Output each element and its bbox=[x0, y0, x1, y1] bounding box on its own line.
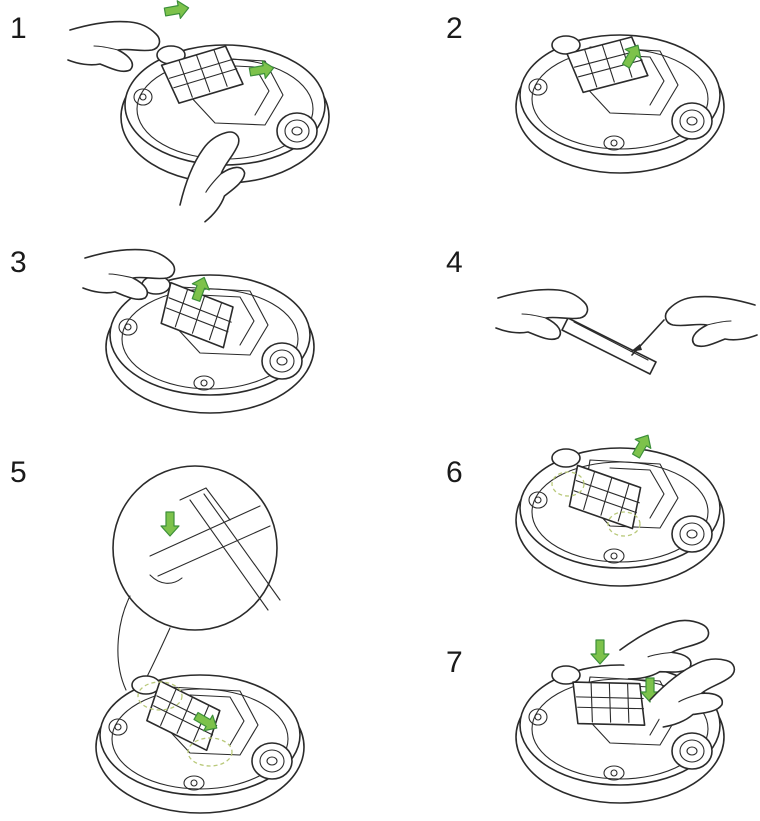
step-7-number: 7 bbox=[446, 646, 463, 679]
step-4-number: 4 bbox=[446, 246, 463, 279]
step-3-number: 3 bbox=[10, 246, 27, 279]
step-4-tool-icon bbox=[630, 320, 664, 355]
step-2-panel: 2 bbox=[446, 12, 724, 173]
step-6-number: 6 bbox=[446, 456, 463, 489]
step-5-panel: 5 bbox=[10, 456, 304, 813]
step-5-zoom-callout bbox=[113, 466, 280, 690]
step-1-arrow-icon bbox=[163, 0, 190, 21]
step-4-brush-rod bbox=[562, 318, 656, 374]
step-6-panel: 6 bbox=[446, 431, 724, 586]
step-1-panel: 1 bbox=[10, 0, 329, 227]
step-2-number: 2 bbox=[446, 12, 463, 45]
step-4-hand-right bbox=[666, 296, 757, 346]
step-1-hand-top bbox=[68, 21, 159, 71]
step-5-number: 5 bbox=[10, 456, 27, 489]
step-7-panel: 7 bbox=[446, 611, 748, 803]
step-7-arrow-icon bbox=[591, 640, 609, 664]
step-1-number: 1 bbox=[10, 12, 27, 45]
step-4-panel: 4 bbox=[446, 246, 757, 374]
step-3-panel: 3 bbox=[10, 246, 314, 413]
